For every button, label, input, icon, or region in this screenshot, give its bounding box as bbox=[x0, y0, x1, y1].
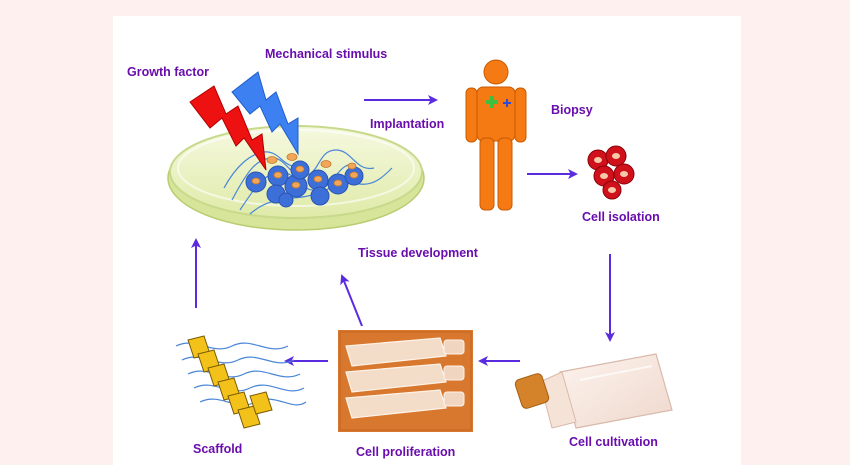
cell-cultivation-label: Cell cultivation bbox=[569, 435, 658, 449]
cell-cluster bbox=[245, 153, 364, 208]
growth-factor-lightning-icon bbox=[189, 85, 267, 171]
cell-proliferation-label: Cell proliferation bbox=[356, 445, 455, 459]
growth-factor-label: Growth factor bbox=[127, 65, 209, 79]
isolated-cells-icon bbox=[587, 145, 635, 200]
mechanical-stimulus-lightning-icon bbox=[231, 71, 299, 156]
cell-proliferation-flasks-image bbox=[338, 330, 473, 432]
mechanical-stimulus-label: Mechanical stimulus bbox=[265, 47, 387, 61]
biopsy-site-icon bbox=[486, 96, 511, 108]
scaffold-icon bbox=[175, 335, 307, 429]
scaffold-label: Scaffold bbox=[193, 442, 242, 456]
cell-isolation-label: Cell isolation bbox=[582, 210, 660, 224]
human-figure-icon bbox=[465, 59, 527, 211]
biopsy-label: Biopsy bbox=[551, 103, 593, 117]
culture-flask-icon bbox=[514, 353, 673, 429]
proliferation-to-tissue-arrow bbox=[340, 274, 363, 327]
tissue-development-label: Tissue development bbox=[358, 246, 479, 260]
implantation-label: Implantation bbox=[370, 117, 444, 131]
